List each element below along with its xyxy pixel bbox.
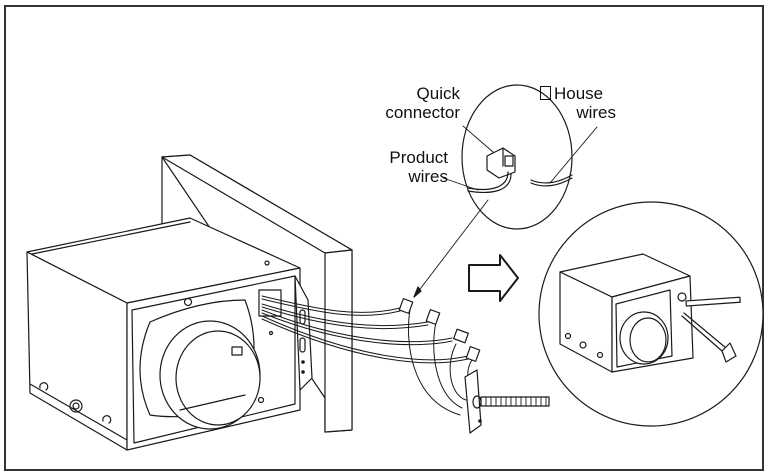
screwdriver-icon: [681, 312, 737, 363]
detail-inset-circle: [413, 84, 598, 298]
label-quick-connector: Quick connector: [368, 84, 460, 122]
wire-harness: [261, 295, 473, 416]
junction-plate: [464, 369, 482, 434]
label-house-wires-line2: wires: [576, 103, 616, 122]
checkbox-square-icon: [540, 86, 551, 100]
direction-arrow-icon: [468, 254, 519, 302]
label-house-wires-line1: House: [554, 84, 604, 103]
label-product-wires-line1: Product: [389, 148, 448, 167]
label-house-wires: House wires: [540, 84, 622, 122]
damper-collar: [139, 299, 265, 430]
flex-conduit: [480, 396, 550, 407]
quick-connectors: [398, 298, 481, 362]
label-product-wires-line2: wires: [408, 167, 448, 186]
result-inset-circle: [538, 201, 764, 427]
label-quick-connector-line1: Quick: [416, 84, 460, 103]
label-product-wires: Product wires: [368, 148, 448, 186]
label-quick-connector-line2: connector: [385, 103, 460, 122]
